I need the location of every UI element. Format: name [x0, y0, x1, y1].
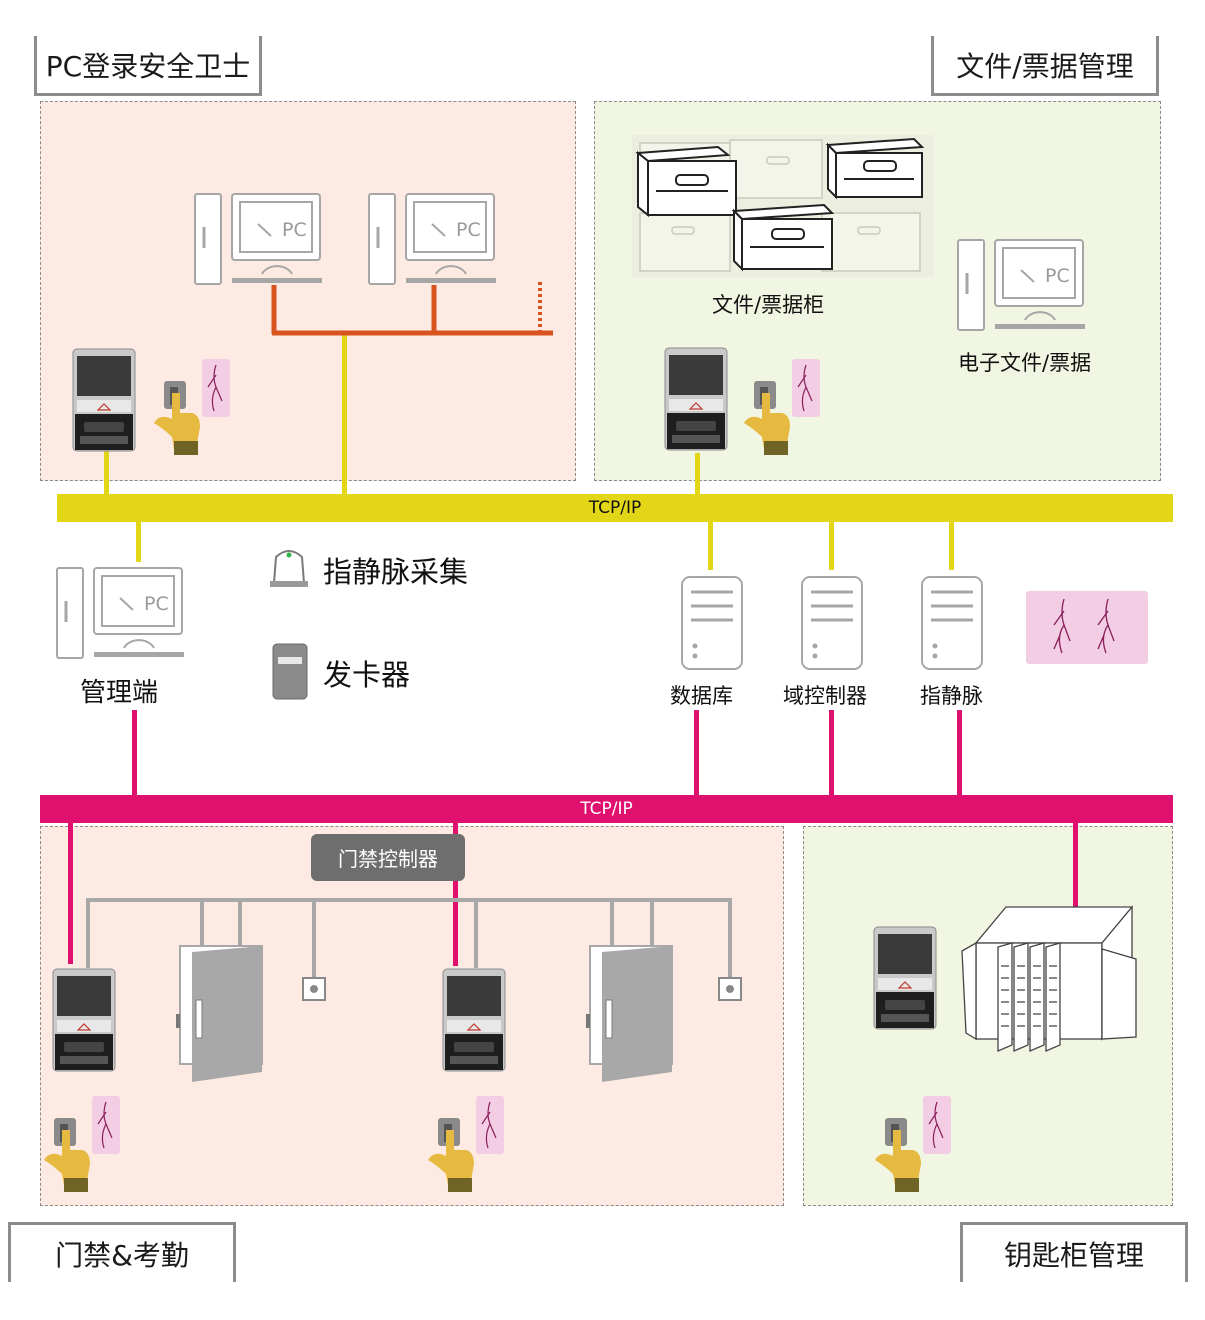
connector-vein-magenta: [957, 710, 962, 797]
connector-domain-magenta: [829, 710, 834, 797]
database-label: 数据库: [670, 684, 733, 708]
pc-workstation-2: PC: [368, 192, 498, 286]
admin-label: 管理端: [80, 678, 159, 708]
finger-vein-server-label: 指静脉: [920, 684, 983, 708]
pc-screen-label: PC: [282, 219, 307, 241]
server-finger-vein: [921, 576, 983, 670]
pc-admin-console: PC: [56, 566, 186, 660]
connector-domain-controller: [829, 520, 834, 570]
key-cabinet-illustration: [961, 905, 1140, 1055]
tcp-ip-bus-yellow: TCP/IP: [57, 494, 1173, 522]
section-title-pc-login: PC登录安全卫士: [34, 36, 262, 96]
finger-vein-scan-hand-icon: [424, 1094, 506, 1194]
finger-vein-scan-hand-icon: [150, 357, 232, 457]
file-cabinet-label: 文件/票据柜: [712, 293, 825, 317]
door-controller-box: 门禁控制器: [311, 834, 465, 881]
pc-workstation-edocs: PC: [957, 238, 1087, 332]
connector-door-terminal-1: [68, 821, 73, 964]
file-cabinet-illustration: [632, 135, 934, 277]
connector-admin-magenta: [132, 710, 137, 797]
finger-vein-collector-icon: [268, 545, 310, 589]
e-docs-label: 电子文件/票据: [958, 351, 1092, 375]
connector-finger-vein-server: [949, 520, 954, 570]
connector-terminal-1: [104, 450, 109, 496]
connector-admin: [136, 520, 141, 562]
pc-workstation-1: PC: [194, 192, 324, 286]
server-database: [681, 576, 743, 670]
finger-vein-terminal: [442, 968, 506, 1072]
card-issuer-icon: [272, 643, 308, 700]
connector-door-terminal-2: [453, 821, 458, 966]
finger-vein-terminal: [873, 926, 937, 1030]
finger-vein-terminal: [52, 968, 116, 1072]
pc-screen-label: PC: [144, 593, 169, 615]
pc-screen-label: PC: [456, 219, 481, 241]
legend-card-issuer-label: 发卡器: [323, 658, 411, 692]
pc-screen-label: PC: [1045, 265, 1070, 287]
vein-pattern-panel: [1026, 591, 1148, 664]
finger-vein-terminal: [72, 348, 136, 452]
finger-vein-scan-hand-icon: [40, 1094, 122, 1194]
connector-terminal-2: [695, 453, 700, 496]
finger-vein-scan-hand-icon: [740, 357, 822, 457]
connector-database: [708, 520, 713, 570]
section-title-key-cabinet: 钥匙柜管理: [960, 1222, 1188, 1282]
connector-pc-network: [342, 335, 347, 496]
finger-vein-terminal: [664, 347, 728, 451]
domain-controller-label: 域控制器: [783, 684, 867, 708]
finger-vein-scan-hand-icon: [871, 1094, 953, 1194]
connector-database-magenta: [694, 710, 699, 797]
tcp-ip-bus-magenta: TCP/IP: [40, 795, 1173, 823]
section-title-access-attendance: 门禁&考勤: [8, 1222, 236, 1282]
connector-key-cabinet: [1073, 821, 1078, 909]
section-title-file-bill: 文件/票据管理: [931, 36, 1159, 96]
server-domain-controller: [801, 576, 863, 670]
tcp-ip-label-bottom: TCP/IP: [580, 799, 633, 819]
tcp-ip-label-top: TCP/IP: [588, 498, 642, 518]
legend-collector-label: 指静脉采集: [323, 555, 469, 589]
